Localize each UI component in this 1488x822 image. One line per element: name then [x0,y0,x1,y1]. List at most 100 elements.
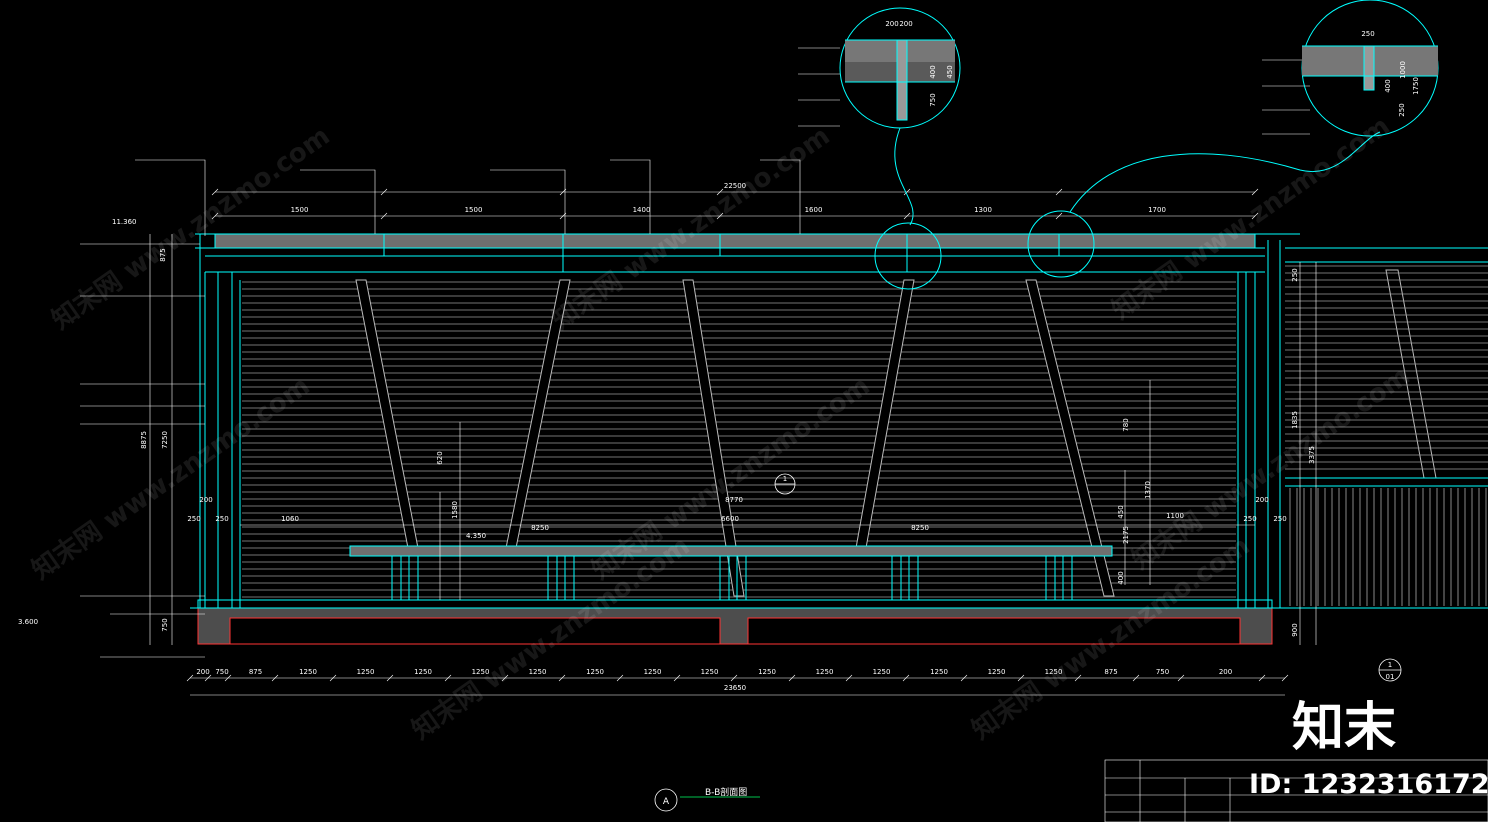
inner-vertical-label: 400 [1117,571,1125,584]
left-bubble-label: 400 [929,65,937,78]
overall-top-dimension: 22500 [724,182,746,190]
bottom-span-label: 1250 [873,668,891,676]
bench-leg [1045,555,1073,601]
bench-dimension-label: 1100 [1166,512,1184,520]
brand-logo: 知末 [1292,698,1396,758]
bottom-span-label: 1250 [414,668,432,676]
leader-lines [80,47,1310,658]
drawing-title: A B-B剖面图 [654,786,760,812]
bench-dimension-label: 6600 [721,515,739,523]
right-bubble-label: 1750 [1412,77,1420,95]
tick [501,674,509,682]
watermark-text: 知末网 www.znzmo.com [1127,361,1416,576]
top-span-label: 1500 [291,206,309,214]
tick [1074,674,1082,682]
tick [716,212,724,220]
bottom-span-label: 1250 [988,668,1006,676]
bottom-span-label: 750 [1156,668,1169,676]
tick [211,188,219,196]
right-bubble-label: 1000 [1399,61,1407,79]
inner-vertical-label: 1580 [451,501,459,519]
tick [788,674,796,682]
tick [1132,674,1140,682]
tick [1017,674,1025,682]
left-bubble-label: 200 [885,20,898,28]
bottom-span-label: 875 [1104,668,1117,676]
bench-dimension-label: 1060 [281,515,299,523]
right-bubble-label: 250 [1398,103,1406,116]
left-bubble-detail [845,39,955,121]
left-vertical-label: 750 [161,618,169,631]
small-dimension-label: 200 [1255,496,1268,504]
top-span-label: 1500 [465,206,483,214]
tick [211,212,219,220]
right-bubble-label: 400 [1384,79,1392,92]
left-vertical-label: 7250 [161,431,169,449]
top-span-label: 1700 [1148,206,1166,214]
foundation [197,599,1273,645]
tick [1177,674,1185,682]
bench-dimension-label: 8250 [531,524,549,532]
tick [1258,674,1266,682]
tick [186,674,194,682]
bench-leg [891,555,919,601]
tick [224,674,232,682]
right-vertical-label: 900 [1291,623,1299,636]
bench-level: 4.350 [466,532,486,540]
bottom-span-label: 1250 [816,668,834,676]
tick [558,674,566,682]
left-vertical-label: 875 [159,248,167,261]
tick [673,674,681,682]
tick [1281,674,1289,682]
tick [845,674,853,682]
bottom-span-label: 1250 [644,668,662,676]
small-dimension-label: 250 [215,515,228,523]
bottom-span-label: 1250 [586,668,604,676]
overall-bottom-dimension: 23650 [724,684,746,692]
right-bubble-dimensions: 250 400 1000 1750 250 [1361,30,1420,117]
left-bubble-label: 200 [899,20,912,28]
inner-vertical-label: 780 [1122,418,1130,431]
bench-dimension-label: 8250 [911,524,929,532]
bottom-span-label: 200 [196,668,209,676]
tick [903,212,911,220]
title-block [1104,759,1488,822]
small-dimension-label: 200 [199,496,212,504]
tick [1055,188,1063,196]
left-bubble-label: 450 [946,65,954,78]
right-vertical-label: 3375 [1308,446,1316,464]
bottom-span-label: 750 [215,668,228,676]
diagonal-struts [355,269,1437,597]
bottom-span-label: 1250 [299,668,317,676]
bottom-span-label: 1250 [1045,668,1063,676]
left-vertical-label: 8875 [140,431,148,449]
top-span-label: 1600 [805,206,823,214]
inner-vertical-label: 2175 [1122,526,1130,544]
right-vertical-label: 250 [1291,268,1299,281]
inner-vertical-label: 450 [1117,505,1125,518]
bottom-span-label: 1250 [529,668,547,676]
tick [204,674,212,682]
tick [329,674,337,682]
watermark-text: 知末网 www.znzmo.com [27,371,316,586]
bottom-span-label: 200 [1219,668,1232,676]
tick [960,674,968,682]
watermark-text: 知末网 www.znzmo.com [1107,111,1396,326]
tick [730,674,738,682]
drawing-title-text: B-B剖面图 [705,786,747,798]
tick [271,674,279,682]
right-vertical-dimensions: 250 1835 3375 900 [1291,268,1316,636]
dimension-lines [149,191,1317,696]
section-marker-center: 1 [774,473,796,495]
bottom-span-dimensions: 200 750 875 1250 1250 1250 1250 1250 1250 1250 125… [196,668,1232,676]
right-vertical-label: 1835 [1291,411,1299,429]
right-bubble-label: 250 [1361,30,1374,38]
tick [380,212,388,220]
watermark-layer: 知末网 www.znzmo.com 知末网 www.znzmo.com 知末网 ww… [27,111,1416,746]
detail-bubbles [839,0,1439,290]
